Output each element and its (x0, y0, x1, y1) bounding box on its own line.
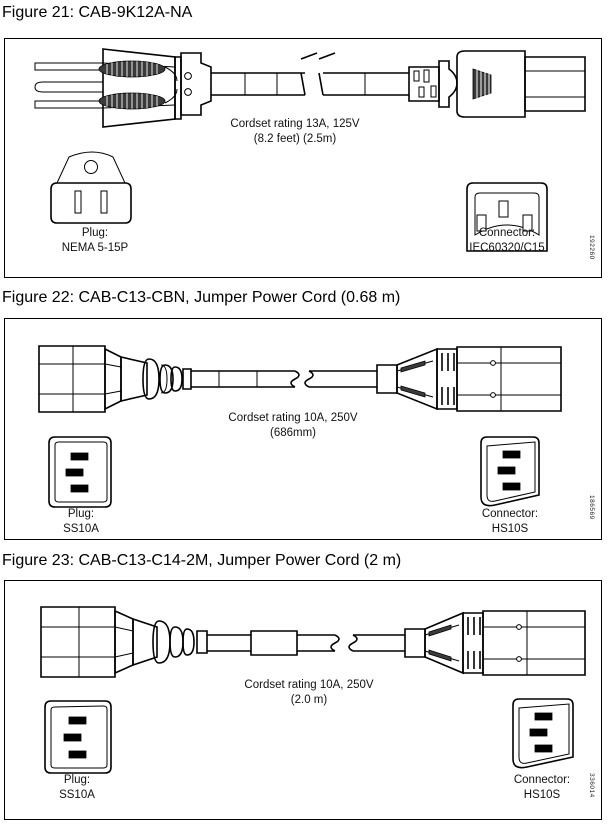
figure-21-connector-label: Connector: IEC60320/C15 (429, 226, 585, 256)
figure-23-caption: Figure 23: CAB-C13-C14-2M, Jumper Power … (2, 552, 402, 569)
figure-21-caption: Figure 21: CAB-9K12A-NA (2, 4, 193, 21)
figure-21-frame: Cordset rating 13A, 125V (8.2 feet) (2.5… (4, 38, 602, 278)
figure-23-connector-label: Connector: HS10S (475, 773, 609, 803)
figure-21-plug-label-line2: NEMA 5-15P (61, 242, 129, 254)
figure-21-id: 192260 (588, 235, 595, 260)
figure-22-plug-label: Plug: SS10A (15, 507, 147, 537)
figure-22-drawing (38, 345, 562, 508)
figure-21-rating-line2: (8.2 feet) (2.5m) (253, 133, 337, 145)
figure-23-plug-label-line2: SS10A (59, 789, 95, 801)
figure-22-frame: Cordset rating 10A, 250V (686mm) Plug: S… (4, 318, 602, 540)
figure-21-plug-label-line1: Plug: (81, 227, 109, 239)
figure-23-rating-line2: (2.0 m) (290, 694, 328, 706)
figure-22-caption: Figure 22: CAB-C13-CBN, Jumper Power Cor… (2, 289, 401, 306)
figure-23-connector-label-line2: HS10S (523, 789, 561, 801)
figure-21-plug-label: Plug: NEMA 5-15P (21, 226, 169, 256)
figure-23-connector-label-line1: Connector: (513, 774, 571, 786)
figure-22-connector-label: Connector: HS10S (443, 507, 577, 537)
figure-23-id: 336014 (588, 773, 595, 798)
figure-22-rating-line1: Cordset rating 10A, 250V (228, 412, 358, 424)
figure-23-frame: Cordset rating 10A, 250V (2.0 m) Plug: S… (4, 580, 602, 820)
figure-23-drawing (40, 606, 586, 774)
figure-22-rating-line2: (686mm) (269, 427, 316, 439)
figure-22-connector-label-line2: HS10S (491, 523, 529, 535)
figure-22-id: 186569 (588, 495, 595, 520)
figure-21-connector-label-line1: Connector: (478, 227, 536, 239)
figure-22-plug-label-line2: SS10A (63, 523, 99, 535)
figure-22-plug-label-line1: Plug: (67, 508, 95, 520)
figure-21-rating-line1: Cordset rating 13A, 125V (230, 118, 360, 130)
figure-22-rating: Cordset rating 10A, 250V (686mm) (153, 411, 433, 441)
figure-23-rating-line1: Cordset rating 10A, 250V (244, 679, 374, 691)
figure-23-rating: Cordset rating 10A, 250V (2.0 m) (169, 678, 449, 708)
figure-23-plug-label-line1: Plug: (63, 774, 91, 786)
figure-21-drawing (34, 48, 586, 252)
figure-21-rating: Cordset rating 13A, 125V (8.2 feet) (2.5… (155, 117, 435, 147)
figure-23-plug-label: Plug: SS10A (11, 773, 143, 803)
figure-21-connector-label-line2: IEC60320/C15 (469, 242, 545, 254)
figure-22-connector-label-line1: Connector: (481, 508, 539, 520)
